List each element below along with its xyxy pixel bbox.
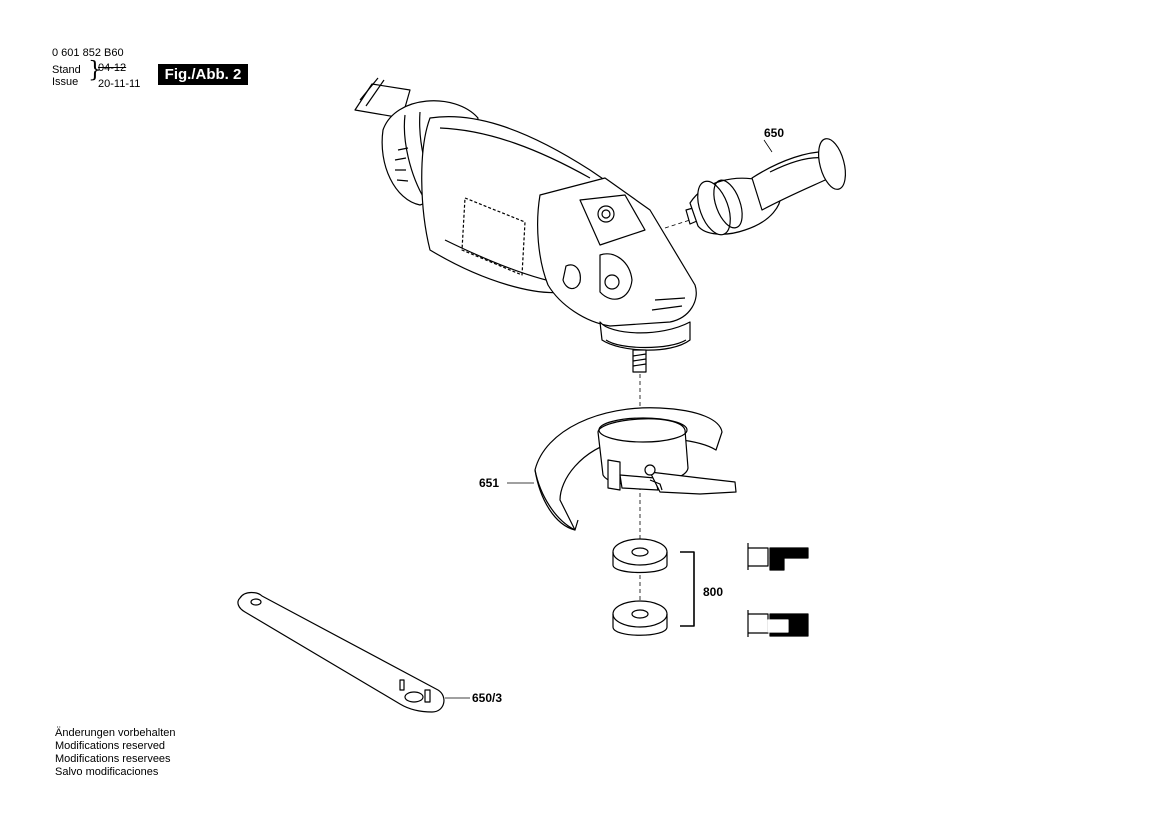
issue-date: 20-11-11: [98, 78, 141, 90]
footer-line-es: Salvo modificaciones: [55, 766, 159, 778]
flange-section-symbol-upper: [747, 543, 809, 571]
document-number: 0 601 852 B60: [52, 47, 124, 59]
flange-upper: [612, 538, 668, 574]
footer-line-fr: Modifications reservees: [55, 753, 171, 765]
callout-650: 650: [764, 126, 785, 140]
stand-label: Stand: [52, 64, 81, 76]
side-handle-650: [664, 138, 847, 236]
callout-800: 800: [703, 585, 724, 599]
callout-651: 651: [479, 476, 500, 490]
wheel-guard-651: [534, 407, 737, 531]
brace-glyph: }: [88, 58, 102, 83]
footer-line-en: Modifications reserved: [55, 740, 166, 752]
flange-lower: [612, 600, 668, 636]
footer-notes: Änderungen vorbehalten Modifications res…: [55, 727, 175, 779]
issue-label: Issue: [52, 76, 79, 88]
stand-date: 04-12: [98, 62, 127, 74]
flange-section-symbol-lower: [747, 610, 809, 637]
spanner-650-3: [237, 591, 445, 713]
figure-badge: Fig./Abb. 2: [158, 64, 248, 85]
callout-650-3: 650/3: [472, 691, 503, 705]
grinder-body: [354, 77, 697, 373]
footer-line-de: Änderungen vorbehalten: [55, 727, 176, 739]
